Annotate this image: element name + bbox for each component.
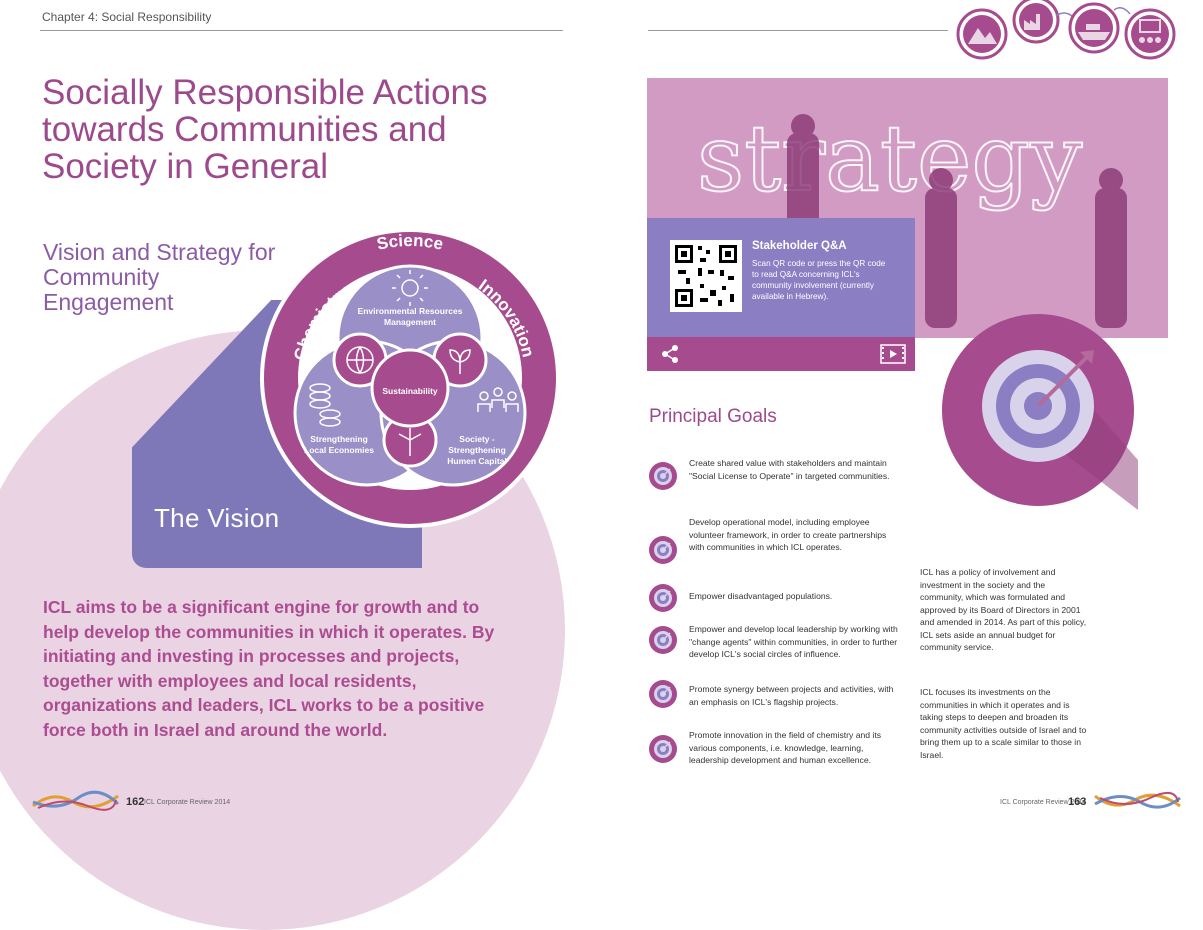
goal-item: Promote synergy between projects and act… bbox=[689, 684, 894, 707]
goal-target-icon bbox=[649, 680, 677, 708]
plant-icon bbox=[449, 349, 471, 374]
footer-ribbon-logo bbox=[32, 790, 120, 811]
goal-target-icon bbox=[649, 626, 677, 654]
side-paragraph: ICL has a policy of involvement and inve… bbox=[920, 567, 1087, 652]
page-title: Socially Responsible Actions towards Com… bbox=[42, 73, 488, 186]
photo-strategy-word: strategy bbox=[697, 105, 1082, 212]
wind-turbine-icon bbox=[398, 428, 422, 456]
header-rule-right bbox=[648, 30, 948, 31]
segment-label-top: Environmental Resources Management bbox=[357, 306, 463, 327]
goals-title: Principal Goals bbox=[649, 406, 777, 427]
coins-icon bbox=[309, 383, 341, 427]
goal-target-icon bbox=[649, 462, 677, 490]
side-paragraph: ICL focuses its investments on the commu… bbox=[920, 687, 1087, 760]
globe-icon bbox=[346, 346, 374, 374]
goal-target-icon bbox=[649, 536, 677, 564]
chapter-label: Chapter 4: Social Responsibility bbox=[42, 10, 212, 24]
section-title: Vision and Strategy for Community Engage… bbox=[43, 239, 276, 315]
share-icon[interactable] bbox=[660, 344, 680, 364]
qr-text: Scan QR code or press the QR code to rea… bbox=[752, 259, 886, 301]
qr-code[interactable] bbox=[670, 240, 742, 312]
qr-action-bar bbox=[647, 337, 915, 371]
goal-item: Promote innovation in the field of chemi… bbox=[689, 730, 882, 765]
goal-item: Create shared value with stakeholders an… bbox=[689, 458, 890, 481]
target-icon bbox=[942, 314, 1138, 510]
footer-text-left: ICL Corporate Review 2014 bbox=[144, 799, 231, 806]
page-number-left: 162 bbox=[126, 796, 145, 808]
header-rule bbox=[40, 30, 563, 31]
chapter-icons bbox=[956, 0, 1176, 60]
goal-target-icon bbox=[649, 735, 677, 763]
video-icon[interactable] bbox=[880, 344, 906, 364]
footer-text-right: ICL Corporate Review 2014 bbox=[1000, 799, 1087, 806]
goal-target-icon bbox=[649, 584, 677, 612]
people-icon bbox=[477, 387, 519, 412]
footer-ribbon-logo-right bbox=[1094, 791, 1181, 809]
goal-item: Empower disadvantaged populations. bbox=[689, 591, 833, 601]
segment-label-center: Sustainability bbox=[382, 386, 438, 396]
sun-icon bbox=[392, 270, 428, 306]
lens-center bbox=[370, 348, 450, 428]
segment-label-left: Strengthening Local Economies bbox=[304, 434, 374, 455]
page-number-right: 163 bbox=[1068, 796, 1087, 808]
outer-label-science: Science bbox=[375, 231, 445, 254]
goal-item: Develop operational model, including emp… bbox=[689, 517, 887, 552]
vision-diagram: Chemistry Science Innovation bbox=[260, 228, 560, 528]
qr-title: Stakeholder Q&A bbox=[752, 240, 847, 252]
vision-text: ICL aims to be a significant engine for … bbox=[43, 597, 495, 740]
goal-item: Empower and develop local leadership by … bbox=[689, 624, 898, 659]
vision-label: The Vision bbox=[154, 503, 280, 533]
segment-label-right: Society - Strengthening Humen Capital bbox=[447, 434, 507, 466]
